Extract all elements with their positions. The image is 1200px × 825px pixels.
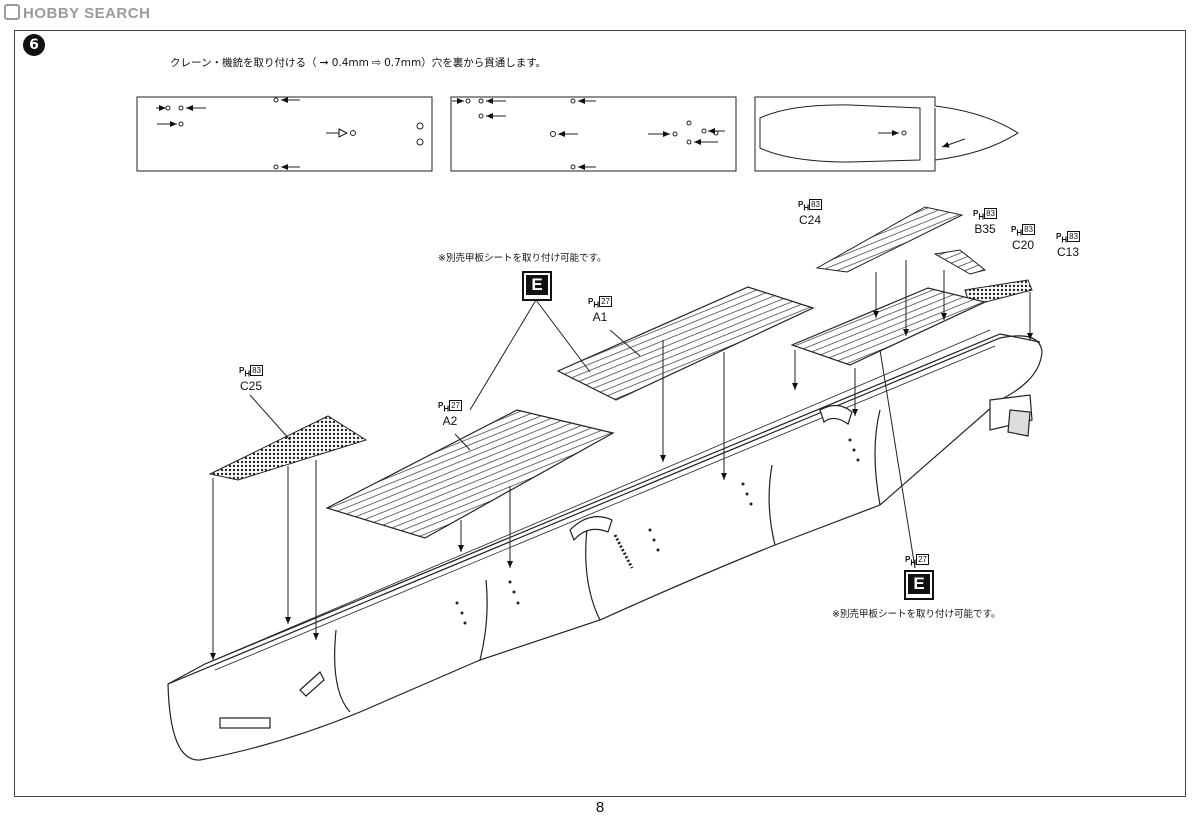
deck-plan-bow bbox=[754, 96, 1019, 172]
part-label: C24 bbox=[798, 213, 821, 228]
step-number-badge: 6 bbox=[23, 34, 45, 56]
deck-part-a1 bbox=[556, 286, 815, 401]
size-hollow: 0.7mm bbox=[384, 57, 422, 69]
instruction-suffix: ）穴を裏から貫通します。 bbox=[421, 57, 547, 69]
part-label: C13 bbox=[1056, 245, 1079, 260]
deck-part-c24 bbox=[815, 206, 964, 273]
part-label: B35 bbox=[974, 222, 996, 237]
deck-part-c20 bbox=[933, 249, 987, 275]
deck-part-c25 bbox=[208, 415, 368, 481]
instruction-frame bbox=[14, 30, 1186, 797]
part-label: A1 bbox=[592, 310, 608, 325]
part-label: C25 bbox=[239, 379, 262, 394]
deck-plan-middle bbox=[450, 96, 737, 172]
optional-deck-note-bottom: ※別売甲板シートを取り付け可能です。 bbox=[832, 609, 1001, 620]
deck-plan-forward bbox=[136, 96, 433, 172]
optional-deck-note-top: ※別売甲板シートを取り付け可能です。 bbox=[438, 253, 607, 264]
drill-instruction: クレーン・機銃を取り付ける（➞0.4mm⇨0.7mm）穴を裏から貫通します。 bbox=[170, 55, 546, 70]
instruction-prefix: クレーン・機銃を取り付ける（ bbox=[170, 57, 317, 69]
page-number: 8 bbox=[595, 799, 605, 816]
part-label: C20 bbox=[1011, 238, 1034, 253]
deck-sheet-mark-bottom: E bbox=[904, 570, 934, 600]
solid-arrow-icon: ➞ bbox=[319, 56, 329, 69]
rear-deck-frame bbox=[790, 287, 987, 366]
part-label: A2 bbox=[442, 414, 458, 429]
hull-portholes bbox=[455, 438, 860, 625]
deck-sheet-mark-top: E bbox=[522, 271, 552, 301]
deck-part-a2 bbox=[325, 409, 615, 539]
assembly-arrows bbox=[210, 260, 1033, 660]
size-solid: 0.4mm bbox=[331, 57, 369, 69]
submarine-hull bbox=[167, 329, 1043, 761]
hollow-arrow-icon: ⇨ bbox=[371, 56, 382, 69]
hobby-search-logo-icon bbox=[4, 4, 20, 20]
watermark: HOBBY SEARCH bbox=[4, 4, 150, 22]
